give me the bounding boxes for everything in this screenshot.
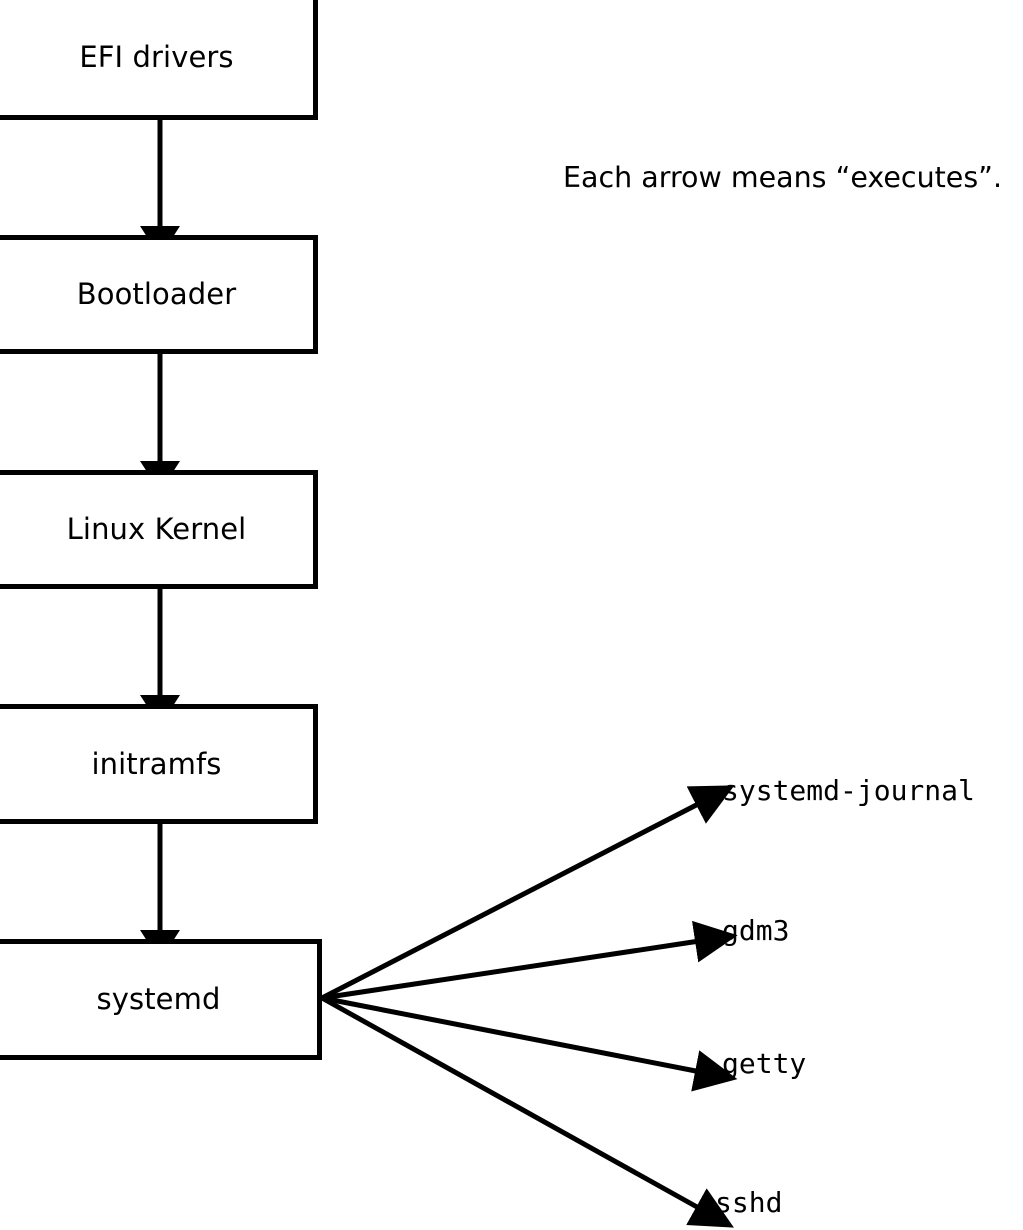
fanout-arrow-systemd-to-getty: [321, 995, 738, 1092]
stage-label-systemd: systemd: [96, 982, 221, 1016]
stage-box-initramfs[interactable]: initramfs: [0, 704, 318, 824]
stage-box-bootloader[interactable]: Bootloader: [0, 235, 318, 354]
stage-box-linux-kernel[interactable]: Linux Kernel: [0, 470, 318, 589]
service-fanout-arrow-group: [320, 785, 738, 1228]
stage-label-initramfs: initramfs: [91, 746, 222, 781]
stage-box-efi-drivers[interactable]: EFI drivers: [0, 0, 318, 120]
service-label-gdm3[interactable]: gdm3: [722, 914, 790, 947]
stage-label-linux-kernel: Linux Kernel: [66, 512, 247, 546]
stage-label-efi-drivers: EFI drivers: [79, 40, 234, 74]
service-label-sshd[interactable]: sshd: [715, 1186, 783, 1219]
fanout-arrow-systemd-to-sshd: [320, 995, 734, 1228]
stage-box-systemd[interactable]: systemd: [0, 939, 322, 1060]
service-label-getty[interactable]: getty: [722, 1047, 807, 1080]
legend-caption: Each arrow means “executes”.: [563, 161, 1003, 194]
fanout-arrow-systemd-to-gdm3: [321, 920, 738, 1001]
stage-label-bootloader: Bootloader: [76, 277, 237, 311]
fanout-arrow-systemd-to-systemd-journal: [320, 785, 735, 1001]
service-label-systemd-journal[interactable]: systemd-journal: [722, 774, 975, 807]
